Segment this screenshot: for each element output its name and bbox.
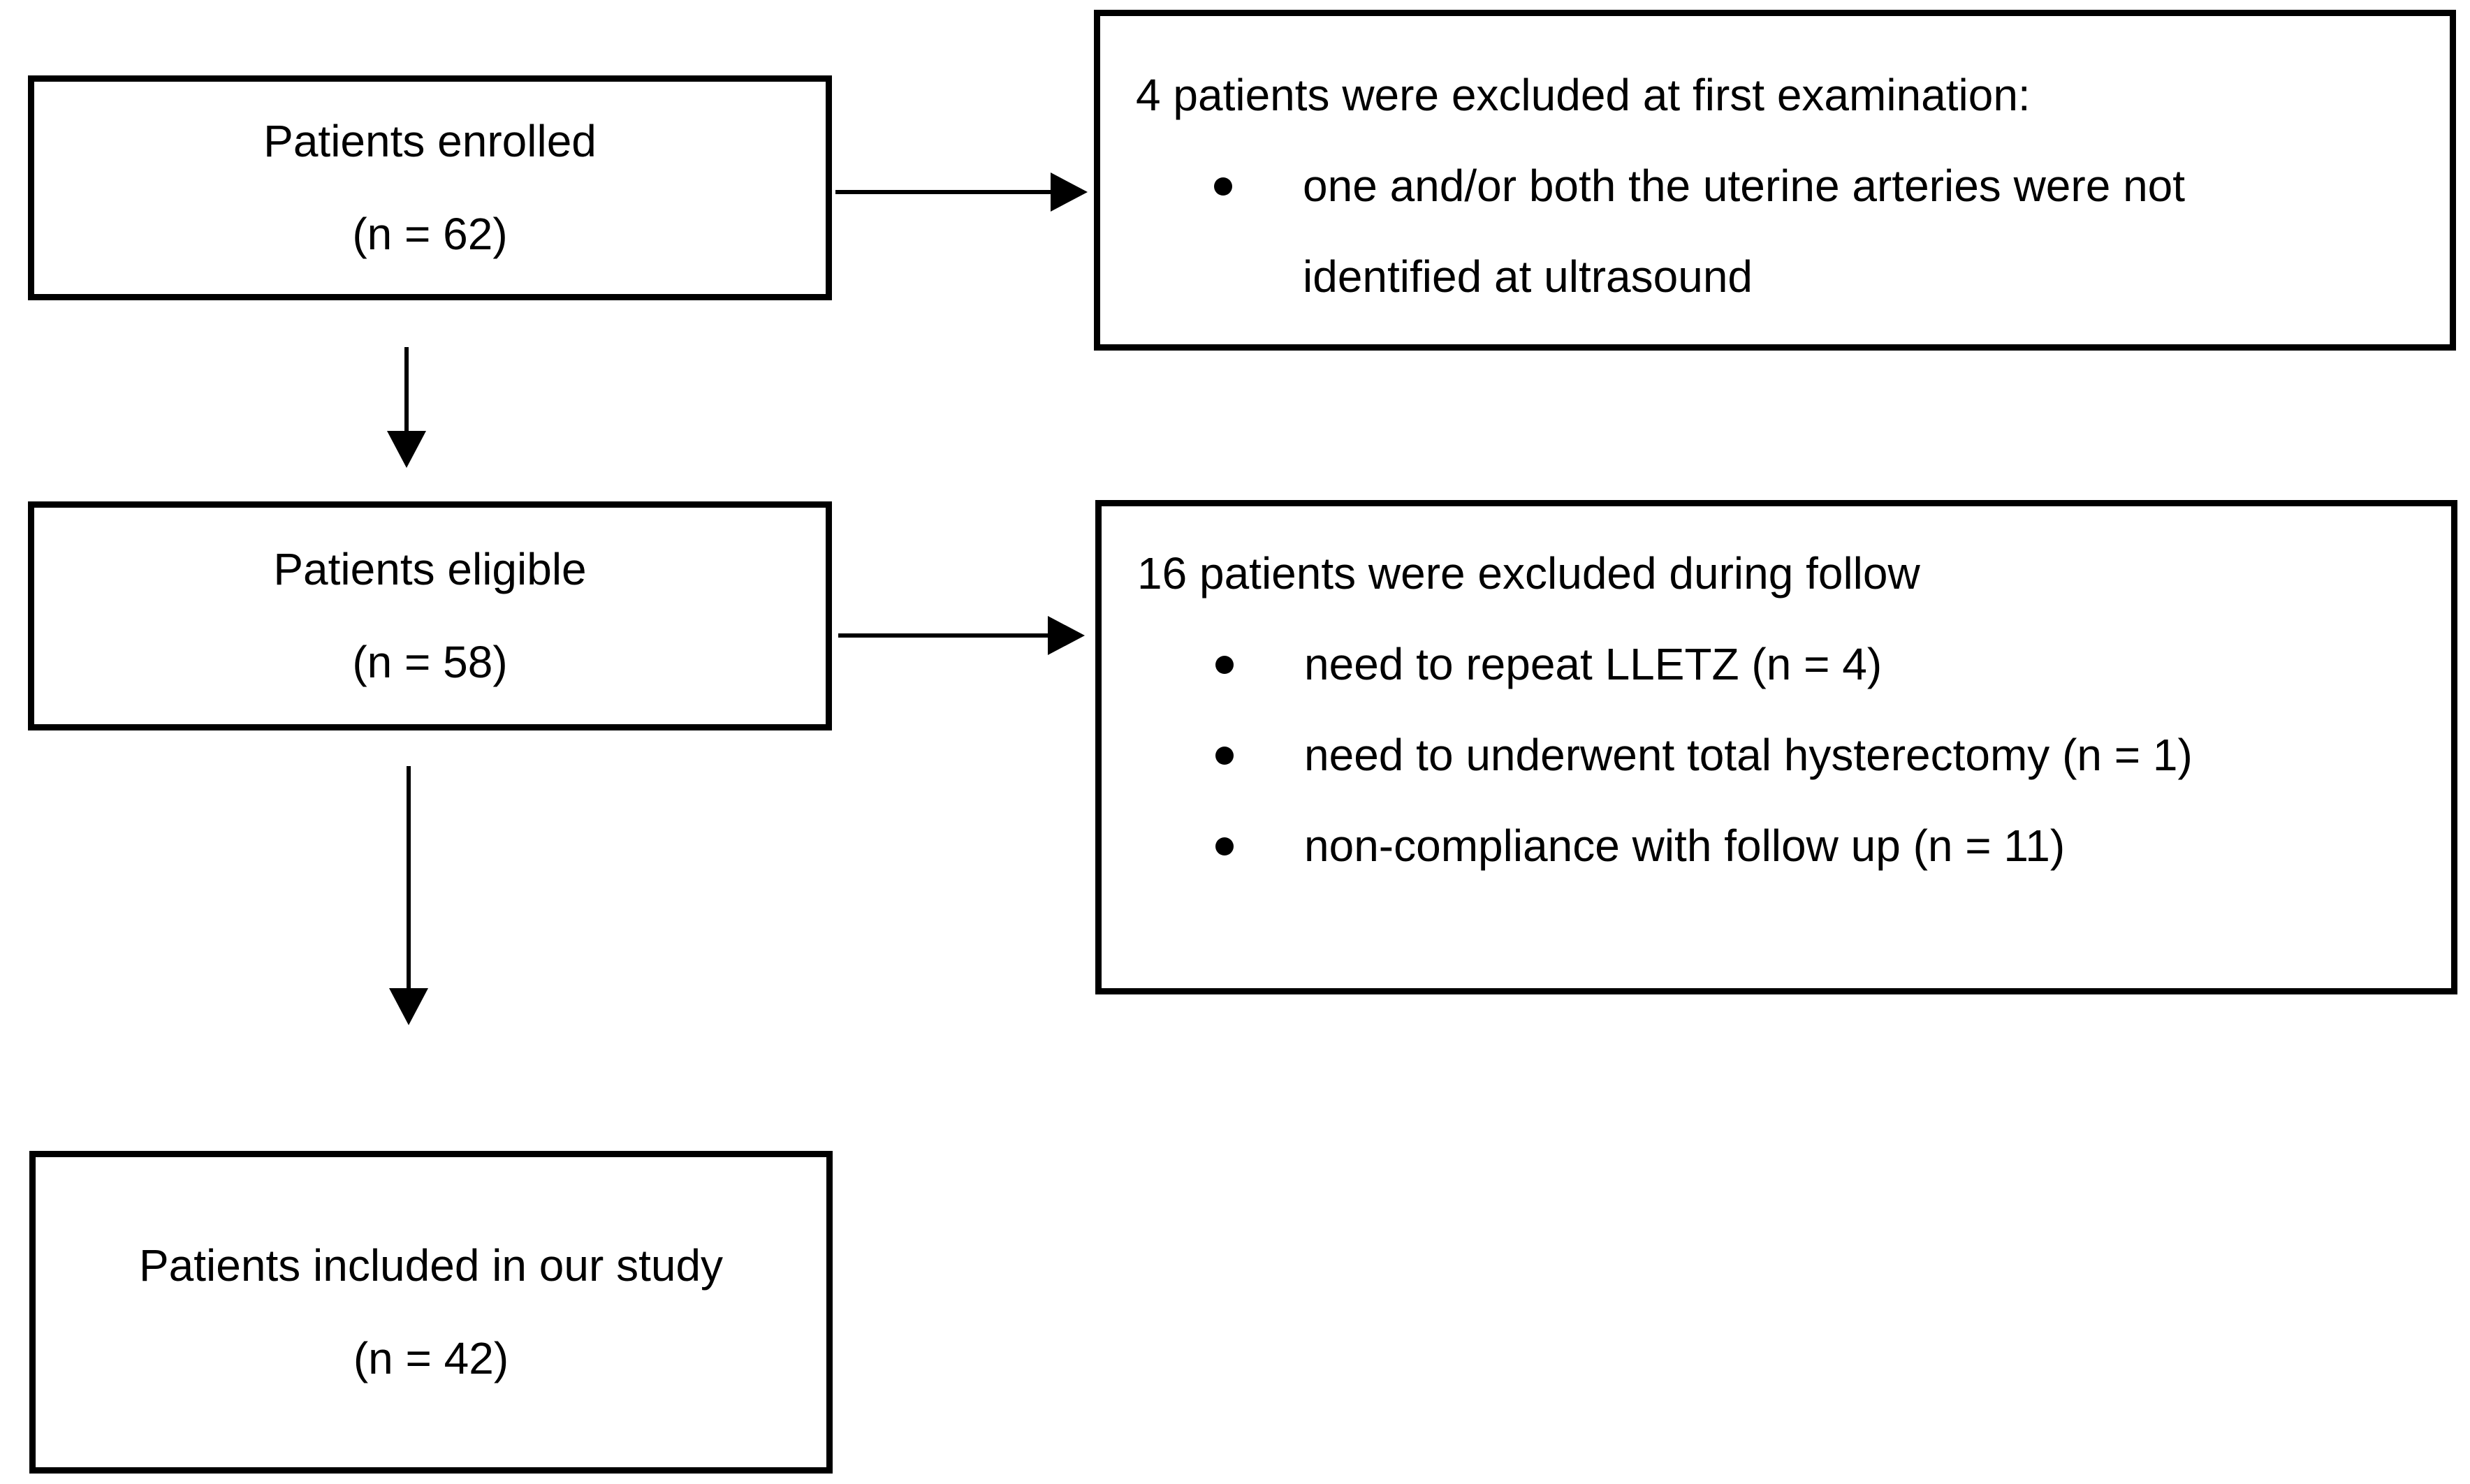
exclusion-bullet-text: need to repeat LLETZ (n = 4) [1304, 639, 1883, 689]
exclusion-bullet-item: need to underwent total hysterectomy (n … [1137, 710, 2324, 800]
bullet-dot-icon [1214, 177, 1232, 196]
box-patients-included: Patients included in our study (n = 42) [29, 1151, 833, 1474]
box-patients-eligible: Patients eligible (n = 58) [28, 501, 832, 730]
box-excluded-during-follow-up: 16 patients were excluded during follow … [1095, 500, 2457, 994]
exclusion-bullet-text: one and/or both the uterine arteries wer… [1303, 161, 2186, 302]
arrow-right-enrolled-to-excluded [835, 172, 1088, 212]
box-patients-enrolled: Patients enrolled (n = 62) [28, 75, 832, 300]
arrowhead-right-icon [1051, 172, 1088, 212]
exclusion-bullet-text: non-compliance with follow up (n = 11) [1304, 821, 2066, 871]
arrowhead-down-icon [387, 431, 426, 468]
arrow-shaft [835, 190, 1052, 194]
box-title: Patients enrolled [263, 116, 597, 166]
box-count: (n = 58) [352, 637, 508, 687]
arrow-down-eligible-to-included [389, 766, 428, 1026]
exclusion-bullet-item: one and/or both the uterine arteries wer… [1136, 140, 2323, 322]
exclusion-heading: 4 patients were excluded at first examin… [1136, 70, 2031, 120]
box-count: (n = 42) [353, 1333, 509, 1383]
arrowhead-right-icon [1048, 616, 1085, 655]
exclusion-bullet-item: non-compliance with follow up (n = 11) [1137, 800, 2324, 891]
arrow-shaft [838, 633, 1049, 638]
exclusion-bullet-text: need to underwent total hysterectomy (n … [1304, 730, 2193, 780]
exclusion-bullet-list: need to repeat LLETZ (n = 4) need to und… [1137, 619, 2395, 891]
box-title: Patients eligible [273, 544, 587, 594]
arrow-down-enrolled-to-eligible [387, 347, 426, 469]
arrow-shaft [404, 347, 409, 432]
box-excluded-first-examination: 4 patients were excluded at first examin… [1094, 10, 2456, 351]
box-count: (n = 62) [352, 209, 508, 259]
exclusion-bullet-list: one and/or both the uterine arteries wer… [1136, 140, 2394, 322]
box-title: Patients included in our study [138, 1240, 724, 1291]
bullet-dot-icon [1215, 656, 1234, 674]
exclusion-heading: 16 patients were excluded during follow [1137, 548, 1920, 598]
arrow-shaft [407, 766, 411, 990]
exclusion-bullet-item: need to repeat LLETZ (n = 4) [1137, 619, 2324, 710]
arrow-right-eligible-to-excluded [838, 616, 1086, 655]
bullet-dot-icon [1215, 747, 1234, 765]
bullet-dot-icon [1215, 837, 1234, 855]
arrowhead-down-icon [389, 988, 428, 1025]
